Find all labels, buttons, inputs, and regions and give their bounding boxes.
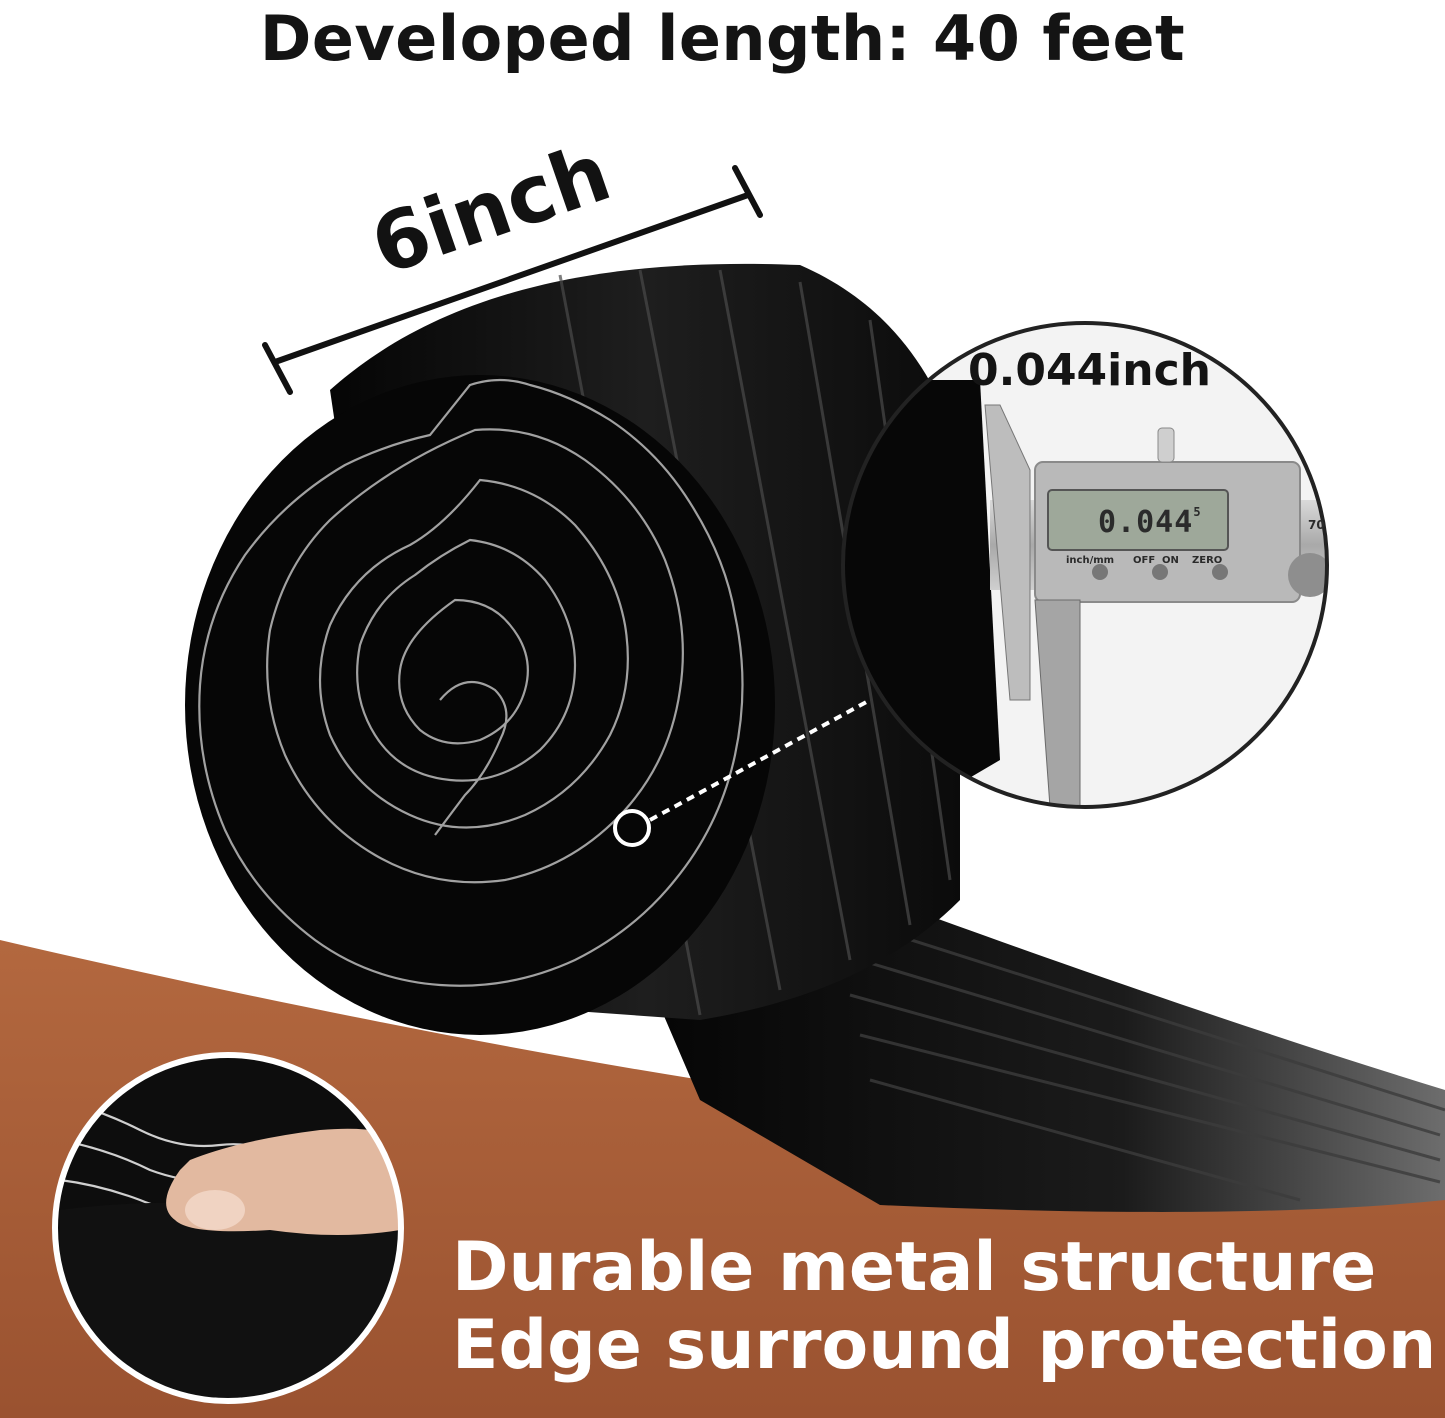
headline: Developed length: 40 feet bbox=[259, 2, 1186, 75]
caliper-scale-number: 70 bbox=[1308, 518, 1325, 532]
thickness-label: 0.044inch bbox=[968, 345, 1211, 396]
caliper-on-label: ON bbox=[1162, 555, 1179, 566]
detail-circle-outline bbox=[841, 321, 1329, 809]
caliper-zero-label: ZERO bbox=[1192, 555, 1223, 566]
finger-circle-outline bbox=[52, 1052, 404, 1404]
feature-line-2: Edge surround protection bbox=[452, 1306, 1437, 1385]
unrolled-strip bbox=[640, 905, 1445, 1212]
caliper-display: 0.0445 bbox=[1098, 505, 1218, 540]
caliper-off-label: OFF bbox=[1133, 555, 1156, 566]
width-dimension-line bbox=[262, 165, 763, 395]
roll-end-face bbox=[185, 375, 775, 1035]
feature-line-1: Durable metal structure bbox=[452, 1228, 1377, 1307]
caliper-display-value: 0.044 bbox=[1098, 505, 1194, 540]
caliper-display-unit: 5 bbox=[1193, 505, 1202, 519]
caliper-unit-button-label: inch/mm bbox=[1066, 555, 1115, 566]
